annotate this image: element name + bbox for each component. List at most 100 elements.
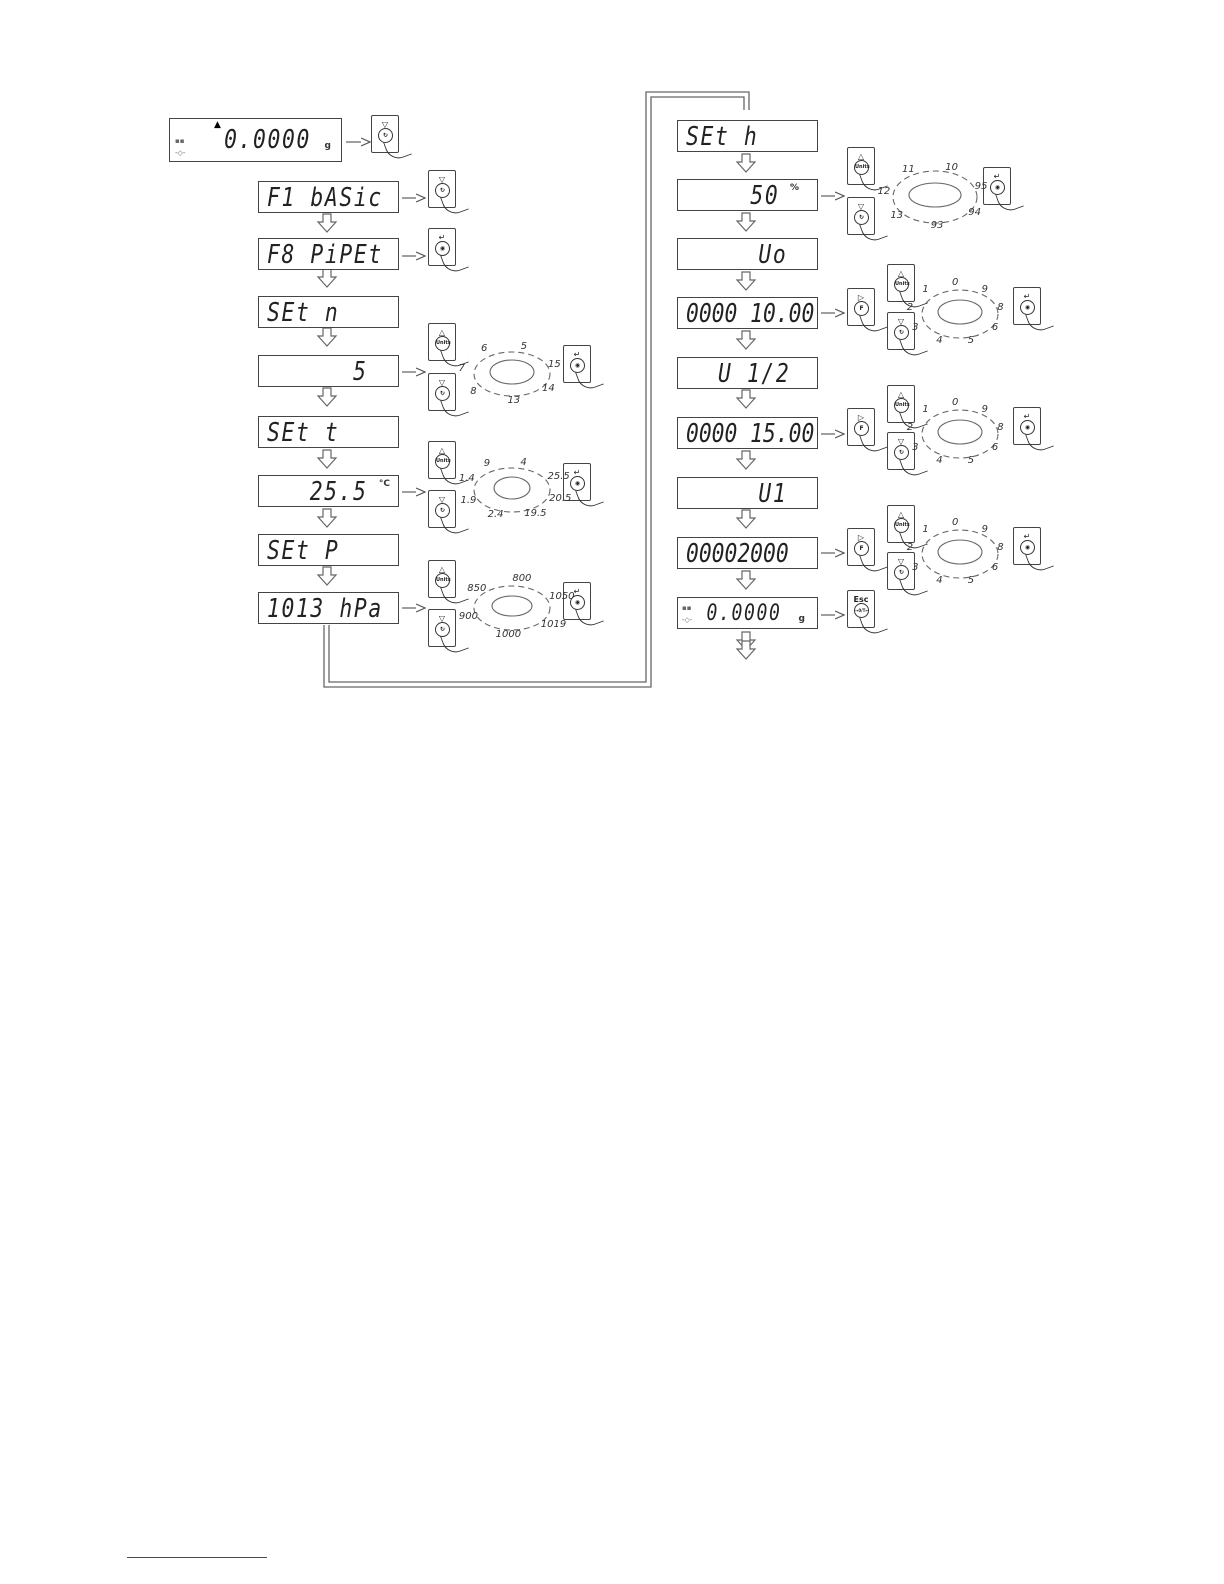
enter-button[interactable]: ↵◉ [983,167,1024,215]
enter-icon: ↵ [993,172,1001,181]
right-triangle-icon: ▷ [857,413,865,422]
lcd-u1-value: 00002000 [677,537,818,569]
units-up-button[interactable]: △Units [428,560,469,608]
enter-button-icon: ◉ [1020,300,1035,315]
lcd-h-value-text: 50 [750,181,779,211]
footnote-separator [127,1557,267,1558]
cycle-ellipse-p-inner [491,595,533,617]
lcd-p-value: 1013 hPa [258,592,399,624]
down-triangle-icon: ▽ [897,317,905,326]
lcd-h-unit: % [789,183,799,193]
up-triangle-icon: △ [857,152,865,161]
scroll-down-button[interactable]: ▽↻ [887,312,928,360]
cycle-value-t: 2.4 [487,509,504,521]
lcd-set-n: SEt n [258,296,399,328]
flow-arrow-icon [735,153,757,173]
enter-button[interactable]: ↵◉ [428,228,469,276]
cycle-value-t: 20.5 [549,492,572,504]
down-triangle-icon: ▽ [438,175,446,184]
f-cursor-button[interactable]: ▷F [847,288,888,336]
up-triangle-icon: △ [897,269,905,278]
f-cursor-button-icon: F [854,421,869,436]
up-triangle-icon: △ [438,328,446,337]
down-triangle-icon: ▽ [438,495,446,504]
lcd-f1-text: F1 bASic [267,183,383,213]
down-triangle-icon: ▽ [381,120,389,129]
units-up-button[interactable]: △Units [887,505,928,553]
f-cursor-button-icon: F [854,541,869,556]
units-up-button[interactable]: △Units [887,385,928,433]
enter-button[interactable]: ↵◉ [1013,407,1054,455]
units-up-button[interactable]: △Units [428,323,469,371]
lcd-n-value-text: 5 [353,357,368,387]
scroll-down-button[interactable]: ▽↻ [428,170,469,218]
lcd-u12: U 1/2 [677,357,818,389]
enter-button[interactable]: ↵◉ [1013,527,1054,575]
scroll-down-button-icon: ↻ [435,386,450,401]
cycle-value-h: 10 [945,162,958,174]
units-up-button[interactable]: △Units [847,147,888,195]
units-up-button[interactable]: △Units [428,441,469,489]
enter-button-icon: ◉ [990,180,1005,195]
lcd-t-value: 25.5 °C [258,475,399,507]
flow-arrow-icon [316,449,338,469]
lcd-t-unit: °C [378,479,390,489]
flow-arrow-icon [735,389,757,409]
scroll-down-button-icon: ↻ [894,325,909,340]
enter-icon: ↵ [1023,412,1031,421]
cycle-value-p: 850 [467,583,487,594]
up-triangle-icon: △ [897,510,905,519]
flow-arrow-icon [735,509,757,529]
units-up-button-icon: Units [435,573,451,588]
right-triangle-icon: ▷ [857,293,865,302]
cycle-value-p: 1000 [495,628,522,640]
lcd-start: ▪▪ -◇- ▲ 0.0000 g [169,118,342,162]
enter-button-icon: ◉ [435,241,450,256]
enter-button-icon: ◉ [570,476,585,491]
lcd-f8: F8 PiPEt [258,238,399,270]
cycle-value-digits: 5 [967,455,975,467]
scroll-down-button[interactable]: ▽↻ [847,197,888,245]
cycle-value-h: 95 [974,181,988,193]
lcd-uo-text: Uo [758,240,787,270]
scroll-down-button[interactable]: ▽↻ [428,490,469,538]
horizontal-arrows [346,142,844,615]
flow-arrow-icon [316,268,338,288]
units-up-button[interactable]: △Units [887,264,928,312]
enter-button-icon: ◉ [570,358,585,373]
cycle-value-digits: 4 [936,335,943,347]
scroll-down-button[interactable]: ▽↻ [428,373,469,421]
lcd-set-h: SEt h [677,120,818,152]
column-connector [323,91,750,688]
flow-arrows-right [735,153,757,651]
lcd-u12-value-text: 0000 15.00 [686,419,815,449]
up-triangle-icon: △ [438,565,446,574]
lcd-uo: Uo [677,238,818,270]
lcd-end-unit: g [798,614,805,624]
enter-button[interactable]: ↵◉ [1013,287,1054,335]
cycle-value-digits: 2 [906,541,914,553]
f-cursor-button[interactable]: ▷F [847,408,888,456]
scroll-down-button[interactable]: ▽↻ [428,609,469,657]
enter-button[interactable]: ↵◉ [563,463,604,511]
scroll-down-button[interactable]: ▽↻ [887,552,928,600]
lcd-h-value: 50 % [677,179,818,211]
lcd-end: ▪▪ -◇- 0.0000 g [677,597,818,629]
cycle-value-t: 4 [520,456,527,468]
enter-icon: ↵ [573,350,581,359]
esc-zero-tare-button[interactable]: Esc→0/T← [847,590,888,638]
cycle-value-n: 7 [458,362,465,374]
cycle-value-digits: 0 [952,277,959,288]
lcd-set-t-text: SEt t [267,418,340,448]
cycle-value-digits: 1 [922,284,929,296]
lcd-start-unit: g [324,141,331,151]
enter-button[interactable]: ↵◉ [563,582,604,630]
f-cursor-button[interactable]: ▷F [847,528,888,576]
scroll-down-button[interactable]: ▽↻ [371,115,412,163]
lcd-set-p-text: SEt P [267,536,340,566]
scroll-down-button[interactable]: ▽↻ [887,432,928,480]
triangle-indicator-icon: ▲ [214,120,221,130]
enter-button[interactable]: ↵◉ [563,345,604,393]
cycle-ellipse-h [892,170,978,224]
cycle-value-digits: 6 [991,562,999,573]
